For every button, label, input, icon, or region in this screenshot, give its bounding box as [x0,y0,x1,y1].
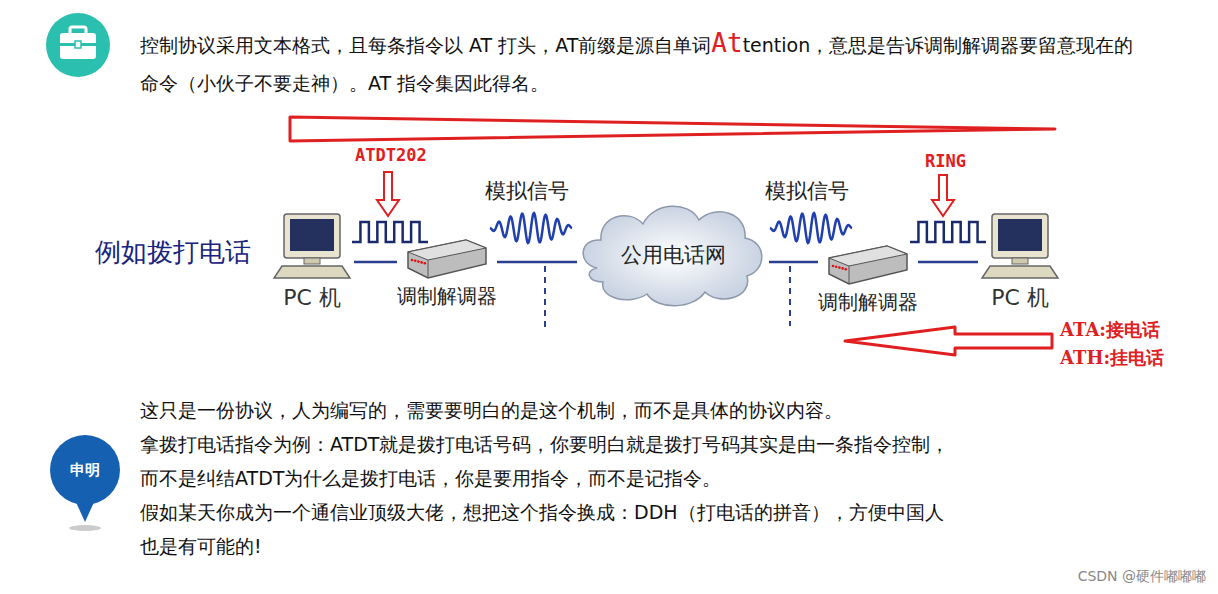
pc-terminal: PC 机 [270,212,354,313]
analog-signal [770,213,852,243]
paragraph-text: 控制协议采用文本格式，且每条指令以 AT 打头，AT前缀是源自单词 [140,34,711,56]
command-label: ATA:接电话 [1060,318,1160,342]
wire [918,261,978,264]
down-arrow [932,175,954,216]
command-label: RING [925,151,966,171]
paragraph-line: 而不是纠结ATDT为什么是拨打电话，你是要用指令，而不是记指令。 [140,461,1208,495]
direction-arrow [845,327,1052,355]
intro-paragraph: 控制协议采用文本格式，且每条指令以 AT 打头，AT前缀是源自单词Attenti… [140,24,1140,102]
paragraph-line: 这只是一份协议，人为编写的，需要要明白的是这个机制，而不是具体的协议内容。 [140,393,1208,427]
node-label: 调制解调器 [397,283,497,310]
watermark: CSDN @硬件嘟嘟嘟 [1078,568,1206,586]
node-label: PC 机 [283,283,341,313]
node-label: 申明 [70,461,100,480]
toolbox-icon [46,13,110,77]
boundary-line [789,266,791,326]
modem-box: 调制解调器 [397,238,497,310]
digital-signal [352,222,428,242]
node-label: 公用电话网 [621,241,726,269]
node-label: 调制解调器 [818,289,918,316]
paragraph-line: 拿拨打电话指令为例：ATDT就是拨打电话号码，你要明白就是拨打号码其实是由一条指… [140,427,1208,461]
network-cloud: 公用电话网 [577,198,769,312]
command-label: ATDT202 [355,145,427,165]
down-arrow [377,172,399,216]
wire [354,261,397,264]
wire [497,261,577,264]
boundary-line [544,266,546,328]
direction-arrow [290,117,1055,141]
pc-icon [978,212,1062,280]
analog-signal [490,213,572,243]
node-label: PC 机 [991,283,1049,313]
statement-paragraph: 这只是一份协议，人为编写的，需要要明白的是这个机制，而不是具体的协议内容。拿拨打… [140,393,1208,563]
digital-signal [910,222,986,242]
highlight-word: At [711,28,742,58]
paragraph-line: 也是有可能的! [140,529,1208,563]
modem-box: 调制解调器 [818,244,918,316]
pc-terminal: PC 机 [978,212,1062,313]
signal-label: 模拟信号 [765,177,849,205]
pc-icon [270,212,354,280]
signal-label: 模拟信号 [485,177,569,205]
modem-icon [827,244,909,286]
modem-icon [406,238,488,280]
example-heading: 例如拨打电话 [95,235,251,270]
statement-badge: 申明 [49,434,121,506]
paragraph-line: 假如某天你成为一个通信业顶级大佬，想把这个指令换成：DDH（打电话的拼音），方便… [140,495,1208,529]
command-label: ATH:挂电话 [1060,346,1164,370]
wire [769,261,818,264]
